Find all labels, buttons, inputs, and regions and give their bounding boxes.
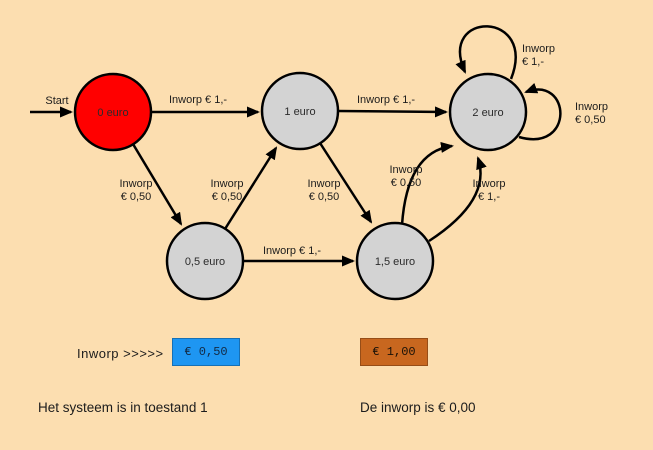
state-half-euro-label: 0,5 euro bbox=[185, 256, 225, 268]
edge-oneandhalf-to-2-one-label-line1: Inworp bbox=[472, 178, 505, 190]
coin-one-euro-button[interactable]: € 1,00 bbox=[360, 338, 428, 366]
state-1-euro-label: 1 euro bbox=[284, 106, 315, 118]
start-label: Start bbox=[45, 95, 68, 107]
edge-1-to-oneandhalf-label-line2: € 0,50 bbox=[309, 191, 340, 203]
edge-1-to-2 bbox=[337, 106, 448, 118]
edge-half-to-oneandhalf-label: Inworp € 1,- bbox=[263, 245, 321, 257]
inworp-label: Inworp >>>>> bbox=[77, 346, 164, 361]
edge-half-to-1-label-line2: € 0,50 bbox=[212, 191, 243, 203]
inworp-amount-text: De inworp is € 0,00 bbox=[360, 400, 476, 415]
state-0-euro-label: 0 euro bbox=[97, 107, 128, 119]
edge-oneandhalf-to-2-one bbox=[428, 156, 487, 243]
edge-oneandhalf-to-2-one-label-line2: € 1,- bbox=[478, 191, 500, 203]
state-2-euro bbox=[448, 72, 528, 152]
edge-1-to-oneandhalf-label-line1: Inworp bbox=[307, 178, 340, 190]
edge-1-to-oneandhalf bbox=[318, 142, 373, 224]
coin-half-euro-button[interactable]: € 0,50 bbox=[172, 338, 240, 366]
system-state-text: Het systeem is in toestand 1 bbox=[38, 400, 208, 415]
self-loop-2-one-label-line2: € 1,- bbox=[522, 56, 544, 68]
state-oneandhalf-euro-label: 1,5 euro bbox=[375, 256, 415, 268]
edge-half-to-1 bbox=[223, 146, 278, 230]
edge-oneandhalf-to-2-half bbox=[400, 142, 454, 226]
edge-0-to-half bbox=[131, 143, 183, 226]
state-0-euro bbox=[73, 72, 153, 152]
edge-oneandhalf-to-2-half-label-line1: Inworp bbox=[389, 164, 422, 176]
self-loop-2-half-label-line1: Inworp bbox=[575, 101, 608, 113]
edge-1-to-2-label: Inworp € 1,- bbox=[357, 94, 415, 106]
state-diagram: 0 euro 1 euro 2 euro 0,5 euro 1,5 euro S… bbox=[30, 25, 608, 301]
state-1-euro bbox=[260, 71, 340, 151]
edge-0-to-half-label-line2: € 0,50 bbox=[121, 191, 152, 203]
self-loop-2-one bbox=[455, 25, 517, 80]
edge-0-to-1-label: Inworp € 1,- bbox=[169, 94, 227, 106]
self-loop-2-half bbox=[518, 82, 562, 141]
edge-half-to-1-label-line1: Inworp bbox=[210, 178, 243, 190]
edge-0-to-half-label-line1: Inworp bbox=[119, 178, 152, 190]
self-loop-2-one-label-line1: Inworp bbox=[522, 43, 555, 55]
edge-oneandhalf-to-2-half-label-line2: € 0,50 bbox=[391, 177, 422, 189]
state-half-euro bbox=[165, 221, 245, 301]
state-2-euro-label: 2 euro bbox=[472, 107, 503, 119]
self-loop-2-half-label-line2: € 0,50 bbox=[575, 114, 606, 126]
state-oneandhalf-euro bbox=[355, 221, 435, 301]
